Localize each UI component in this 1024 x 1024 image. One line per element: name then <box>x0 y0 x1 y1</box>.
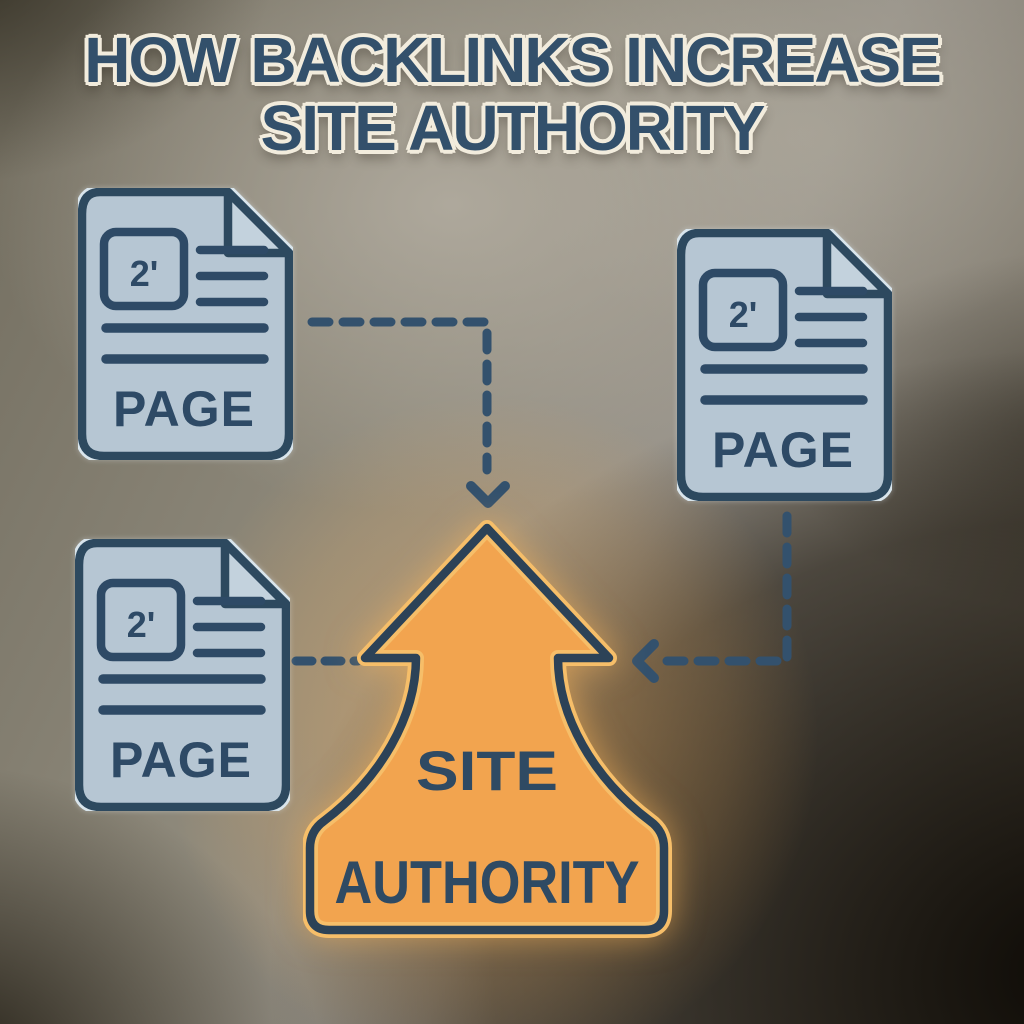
thumbnail-glyph: 2' <box>729 294 758 335</box>
up-arrow-icon: SITE AUTHORITY <box>302 520 672 938</box>
thumbnail-glyph: 2' <box>130 253 159 294</box>
arrow-label-authority: AUTHORITY <box>335 849 640 916</box>
page-label: PAGE <box>712 422 854 478</box>
page-document-right: 2' PAGE <box>674 226 895 506</box>
page-document-icon: 2' PAGE <box>674 226 895 504</box>
text-lines-short <box>195 245 269 307</box>
text-lines-long <box>700 364 868 405</box>
page-document-top-left: 2' PAGE <box>75 185 296 465</box>
title-line-2: SITE AUTHORITY <box>260 92 766 164</box>
page-document-icon: 2' PAGE <box>75 185 296 463</box>
page-document-bottom-left: 2' PAGE <box>72 536 293 816</box>
folded-corner-icon <box>223 187 294 258</box>
text-lines-short <box>192 596 266 658</box>
thumbnail-box <box>96 578 186 662</box>
page-label: PAGE <box>110 732 252 788</box>
page-title: HOW BACKLINKS INCREASE SITE AUTHORITY <box>0 26 1024 162</box>
arrow-body-outline <box>305 523 669 935</box>
thumbnail-box <box>698 268 788 352</box>
title-line-1: HOW BACKLINKS INCREASE <box>84 24 942 96</box>
arrow-label-site: SITE <box>416 739 558 802</box>
folded-corner-icon <box>822 228 893 299</box>
text-lines-long <box>101 323 269 364</box>
page-document-icon: 2' PAGE <box>72 536 293 814</box>
text-lines-long <box>98 674 266 715</box>
text-lines-short <box>794 286 868 348</box>
folded-corner-icon <box>220 538 291 609</box>
page-label: PAGE <box>113 381 255 437</box>
thumbnail-glyph: 2' <box>127 604 156 645</box>
thumbnail-box <box>99 227 189 311</box>
site-authority-arrow: SITE AUTHORITY <box>302 520 673 945</box>
